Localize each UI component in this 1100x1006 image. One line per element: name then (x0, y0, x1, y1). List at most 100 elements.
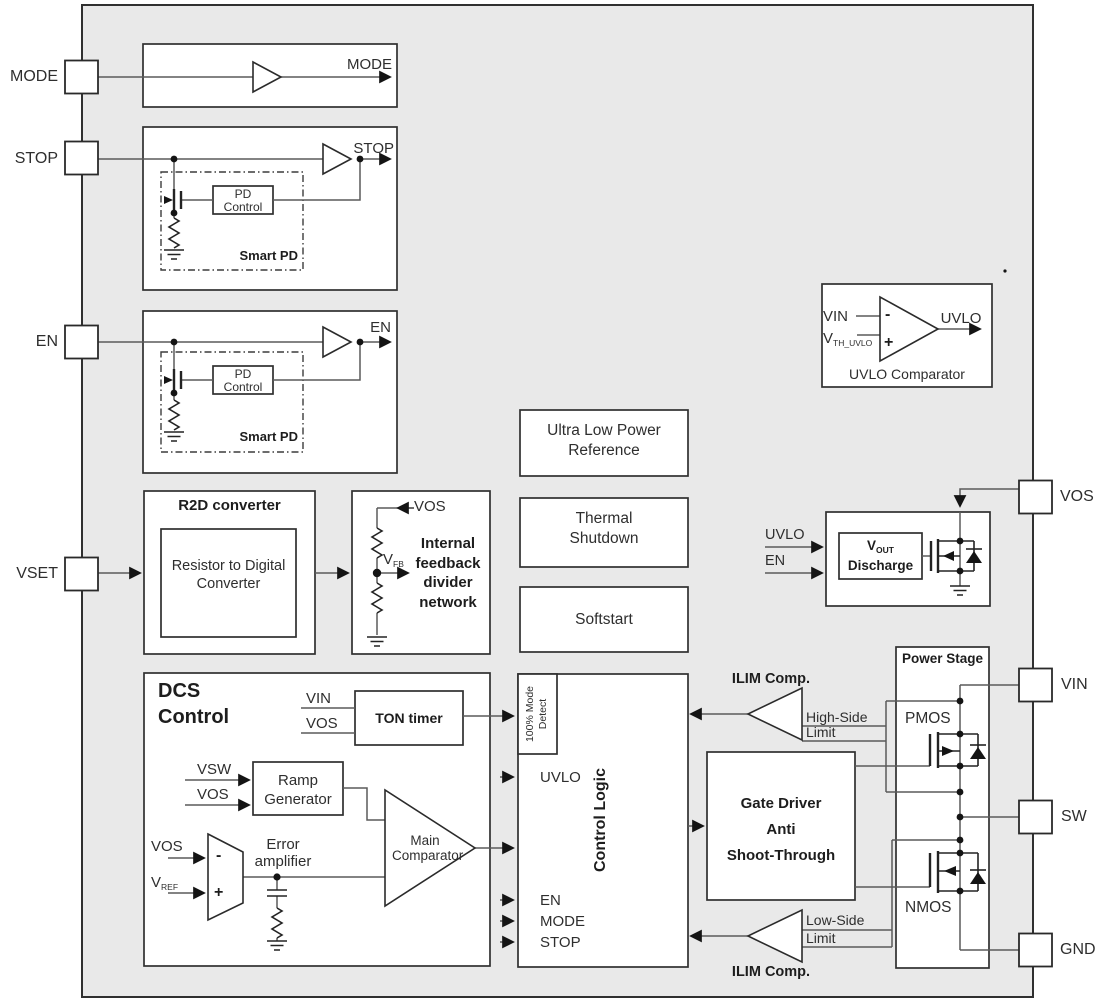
ground-icon-en (164, 431, 184, 442)
power-stage-title: Power Stage (902, 651, 984, 666)
high-side-limit-label: Limit (806, 724, 836, 740)
uvlo-comparator-triangle (879, 295, 940, 363)
pmos-label: PMOS (905, 710, 951, 727)
ramp-generator-label: Ramp Generator (264, 772, 332, 808)
cl-en-label: EN (540, 892, 561, 909)
dcs-title: DCS Control (158, 680, 230, 728)
pin-squares (64, 59, 1053, 968)
ea-plus: + (214, 884, 224, 901)
ground-icon-feedback (367, 636, 387, 647)
ilim-bottom-title: ILIM Comp. (731, 964, 811, 980)
capacitor-icon (267, 889, 287, 897)
buffer-triangle-icons (252, 60, 353, 359)
pin-stop (64, 140, 99, 176)
low-side-limit-label: Limit (806, 930, 836, 946)
uvlo-comp-vth-label: VTH_UVLO (823, 330, 873, 348)
feedback-vfb-label: VFB (383, 551, 404, 569)
pin-sw (1018, 799, 1053, 835)
cl-mode-label: MODE (540, 913, 585, 930)
pd-control-box-stop (212, 185, 274, 215)
smart-pd-box-stop (160, 171, 304, 271)
power-stage-box (895, 646, 990, 969)
smart-pd-box-en (160, 351, 304, 453)
ground-icon-comp (267, 940, 287, 951)
ton-vos-label: VOS (306, 715, 338, 732)
resistor-icon-comp (270, 907, 284, 939)
pin-sw-label: SW (1061, 808, 1087, 825)
smart-pd-label-en: Smart PD (239, 429, 298, 444)
en-out-label: EN (370, 319, 391, 336)
feedback-vos-label: VOS (414, 498, 446, 515)
uvlo-comp-caption: UVLO Comparator (849, 366, 965, 382)
mode-detect-label: 100% Mode Detect (524, 685, 549, 743)
pin-en-label: EN (35, 333, 58, 350)
pin-mode-label: MODE (10, 68, 58, 85)
mode-detect-box (517, 673, 558, 755)
vout-discharge-label: VOUT Discharge (847, 538, 914, 573)
cl-stop-label: STOP (540, 934, 581, 951)
pin-en (64, 324, 99, 360)
pin-vos (1018, 479, 1053, 515)
smart-pd-mosfet-icon-stop (164, 189, 183, 213)
resistor-icon-stop (167, 217, 181, 249)
reference-box (519, 409, 689, 477)
ea-vos-label: VOS (151, 838, 183, 855)
ea-vref-label: VREF (151, 874, 179, 892)
pin-stop-label: STOP (14, 150, 58, 167)
stop-out-label: STOP (353, 140, 394, 157)
ilim-top-title: ILIM Comp. (731, 671, 811, 687)
error-amplifier-label: Error amplifier (254, 836, 312, 870)
ton-timer-label: TON timer (375, 710, 443, 726)
ton-timer-box (354, 690, 464, 746)
main-comparator-triangle (384, 788, 477, 908)
softstart-box (519, 586, 689, 653)
thermal-shutdown-box (519, 497, 689, 568)
pin-gnd (1018, 932, 1053, 968)
ea-minus: - (216, 847, 222, 864)
feedback-resistor-top-icon (370, 527, 384, 559)
uvlo-comp-out-label: UVLO (940, 310, 982, 327)
vsw-label: VSW (197, 761, 232, 778)
uvlo-comp-plus: + (884, 334, 894, 351)
ground-icon-discharge (950, 585, 970, 596)
pin-gnd-label: GND (1060, 941, 1096, 958)
ramp-vos-label: VOS (197, 786, 229, 803)
r2d-inner-label: Resistor to Digital Converter (171, 558, 286, 592)
error-amplifier-icon (207, 832, 244, 922)
vout-discharge-box (838, 532, 923, 580)
high-side-label: High-Side (806, 709, 868, 725)
uvlo-comp-minus: - (885, 306, 891, 323)
pin-vin-label: VIN (1061, 676, 1088, 693)
ground-icon-stop (164, 249, 184, 260)
thermal-label: Thermal Shutdown (569, 510, 639, 547)
gate-driver-label: Gate Driver Anti Shoot-Through (726, 795, 836, 864)
smart-pd-mosfet-icon-en (164, 369, 183, 393)
resistor-to-digital-box (160, 528, 297, 638)
pd-control-label-en: PD Control (223, 367, 263, 395)
uvlo-comp-vin-label: VIN (823, 308, 849, 325)
pin-vos-label: VOS (1060, 488, 1094, 505)
pin-vset (64, 556, 99, 592)
softstart-label: Softstart (575, 611, 633, 628)
pd-control-label-stop: PD Control (223, 187, 263, 215)
feedback-caption: Internal feedback divider network (415, 535, 481, 611)
feedback-resistor-bottom-icon (370, 582, 384, 614)
junction-dots (170, 155, 1007, 895)
ton-vin-label: VIN (306, 690, 332, 707)
pin-mode (64, 59, 99, 95)
ramp-generator-box (252, 761, 344, 816)
low-side-label: Low-Side (806, 912, 865, 928)
nmos-icon (928, 851, 986, 893)
reference-label: Ultra Low Power Reference (547, 422, 661, 459)
main-comparator-label: Main Comparator (392, 833, 464, 863)
r2d-title: R2D converter (178, 497, 281, 514)
cl-uvlo-label: UVLO (540, 769, 581, 786)
pin-vset-label: VSET (16, 565, 58, 582)
control-logic-title: Control Logic (592, 768, 609, 872)
pin-vin (1018, 667, 1053, 703)
mode-out-label: MODE (347, 56, 392, 73)
discharge-en-label: EN (765, 553, 786, 569)
ilim-low-side-triangle (746, 908, 803, 964)
